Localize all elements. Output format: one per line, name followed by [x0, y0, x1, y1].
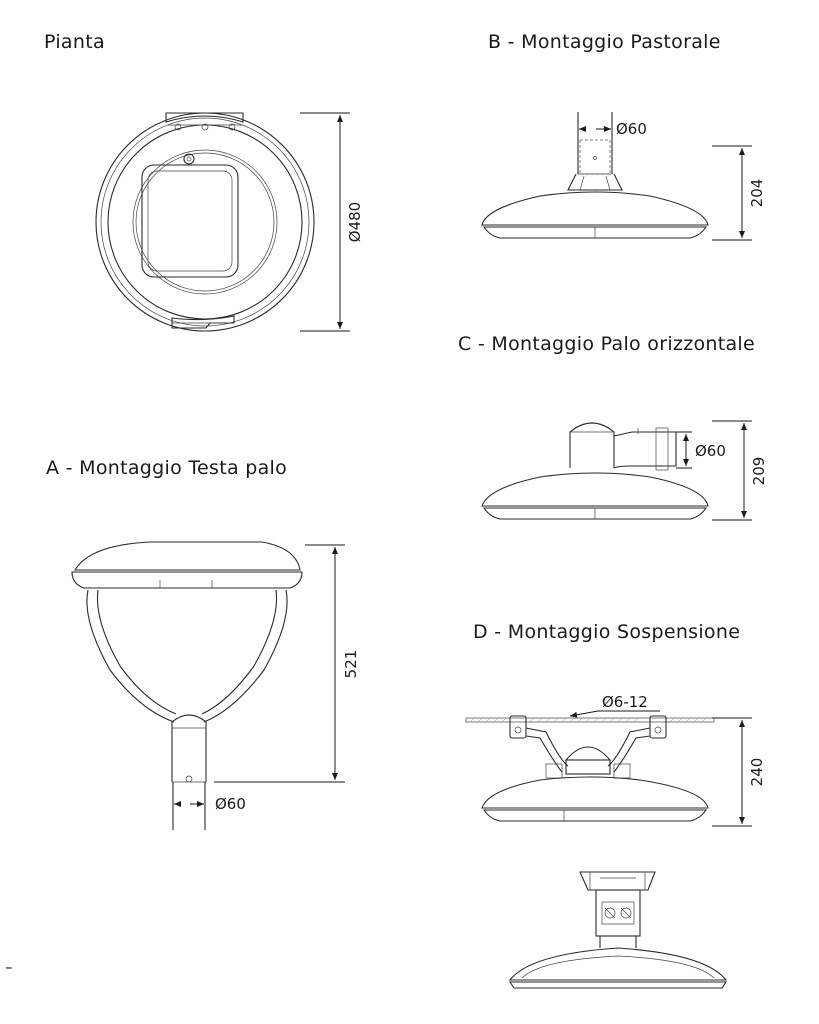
b-pole-label: Ø60 — [616, 120, 647, 138]
d-cable-label: Ø6-12 — [602, 693, 648, 711]
a-dimensions: 521 Ø60 — [174, 544, 360, 813]
view-b-pastorale — [481, 112, 709, 239]
title-montaggio-pastorale: B - Montaggio Pastorale — [488, 31, 721, 53]
view-a-testa-palo — [71, 541, 303, 830]
view-d-side — [508, 871, 728, 989]
plan-view — [95, 112, 315, 332]
c-pole-label: Ø60 — [695, 442, 726, 460]
plan-diameter-label: Ø480 — [346, 202, 364, 242]
title-montaggio-palo-orizzontale: C - Montaggio Palo orizzontale — [458, 333, 755, 355]
d-height-label: 240 — [748, 758, 766, 787]
view-d-sospensione — [465, 715, 715, 822]
c-dimensions: Ø60 209 — [676, 420, 768, 521]
title-montaggio-sospensione: D - Montaggio Sospensione — [473, 621, 740, 643]
plan-diameter-dimension: Ø480 — [300, 112, 364, 332]
d-dimensions: Ø6-12 240 — [569, 693, 766, 827]
title-pianta: Pianta — [44, 31, 105, 53]
a-height-label: 521 — [342, 650, 360, 679]
view-c-palo-orizzontale — [481, 422, 709, 520]
title-montaggio-testa-palo: A - Montaggio Testa palo — [46, 457, 287, 479]
footer-mark: – — [5, 958, 13, 976]
b-dimensions: Ø60 204 — [579, 120, 766, 241]
c-height-label: 209 — [750, 457, 768, 486]
b-height-label: 204 — [748, 179, 766, 208]
a-pole-label: Ø60 — [215, 795, 246, 813]
